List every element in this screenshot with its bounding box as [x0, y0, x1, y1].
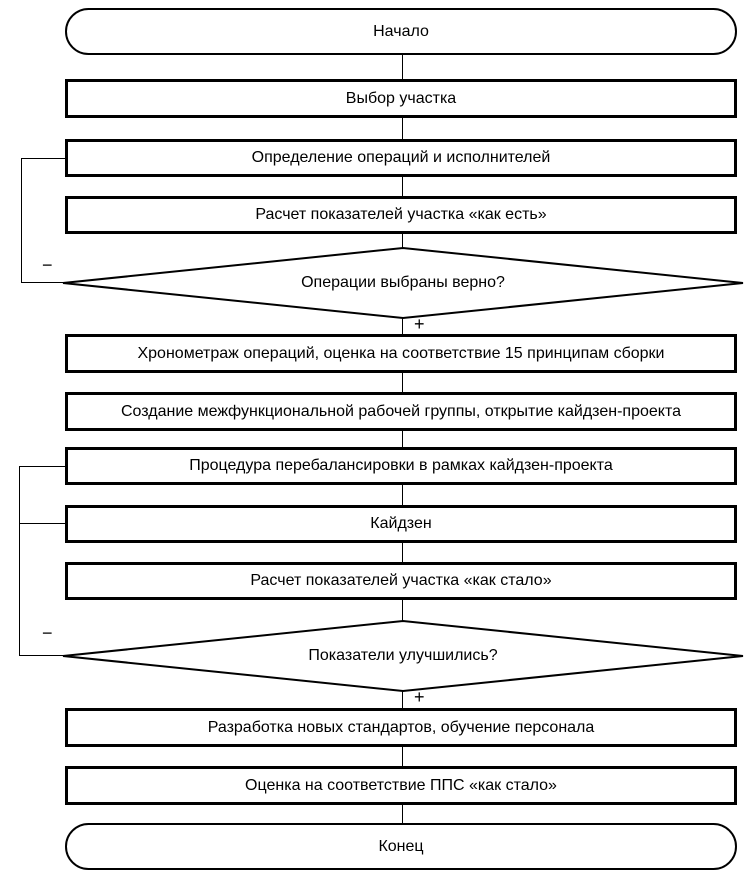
connector-team-rebalancing: [402, 431, 403, 447]
node-calc-as-became-label: Расчет показателей участка «как стало»: [250, 572, 552, 590]
node-start: Начало: [65, 8, 737, 55]
node-create-team: Создание межфункциональной рабочей групп…: [65, 392, 737, 431]
branch-label-minus-2: −: [42, 623, 53, 643]
node-timing-label: Хронометраж операций, оценка на соответс…: [137, 344, 665, 362]
loop2-kaizen-stub: [19, 523, 65, 524]
node-define-operations-label: Определение операций и исполнителей: [251, 149, 551, 167]
node-create-team-label: Создание межфункциональной рабочей групп…: [121, 402, 681, 420]
node-rebalancing-label: Процедура перебалансировки в рамках кайд…: [189, 457, 613, 475]
node-develop-standards-label: Разработка новых стандартов, обучение пе…: [207, 718, 595, 736]
connector-calc2-decision2: [402, 600, 403, 621]
node-start-label: Начало: [373, 22, 429, 40]
node-kaizen: Кайдзен: [65, 505, 737, 543]
branch-label-plus-1: +: [414, 314, 425, 334]
node-assess-pps: Оценка на соответствие ППС «как стало»: [65, 766, 737, 805]
node-assess-pps-label: Оценка на соответствие ППС «как стало»: [245, 776, 557, 794]
loop1-bottom-line: [21, 282, 64, 283]
connector-define-calc: [402, 177, 403, 196]
decision-operations-correct-shape: [62, 246, 744, 320]
node-calc-as-became: Расчет показателей участка «как стало»: [65, 562, 737, 600]
node-define-operations: Определение операций и исполнителей: [65, 139, 737, 177]
node-calc-as-is: Расчет показателей участка «как есть»: [65, 196, 737, 234]
loop1-top-line: [21, 158, 65, 159]
node-select-area-label: Выбор участка: [345, 89, 457, 107]
node-kaizen-label: Кайдзен: [370, 515, 432, 533]
loop2-vertical-line: [19, 466, 20, 656]
decision-indicators-improved-shape: [62, 619, 744, 693]
connector-kaizen-calc2: [402, 543, 403, 562]
connector-start-select: [402, 55, 403, 79]
connector-decision2-standards: [402, 690, 403, 708]
loop2-rebalancing-stub: [19, 466, 65, 467]
connector-assess-end: [402, 805, 403, 823]
connector-standards-assess: [402, 747, 403, 766]
node-end: Конец: [65, 823, 737, 870]
node-select-area: Выбор участка: [65, 79, 737, 118]
branch-label-minus-1: −: [42, 255, 53, 275]
connector-select-define: [402, 118, 403, 139]
connector-timing-team: [402, 373, 403, 392]
node-calc-as-is-label: Расчет показателей участка «как есть»: [255, 206, 547, 224]
node-timing: Хронометраж операций, оценка на соответс…: [65, 334, 737, 373]
node-end-label: Конец: [378, 837, 424, 855]
branch-label-plus-2: +: [414, 687, 425, 707]
loop2-bottom-line: [19, 655, 64, 656]
node-rebalancing: Процедура перебалансировки в рамках кайд…: [65, 447, 737, 485]
connector-decision1-timing: [402, 317, 403, 334]
loop1-vertical-line: [21, 158, 22, 283]
connector-rebalancing-kaizen: [402, 485, 403, 505]
connector-calc-decision1: [402, 234, 403, 248]
node-develop-standards: Разработка новых стандартов, обучение пе…: [65, 708, 737, 747]
